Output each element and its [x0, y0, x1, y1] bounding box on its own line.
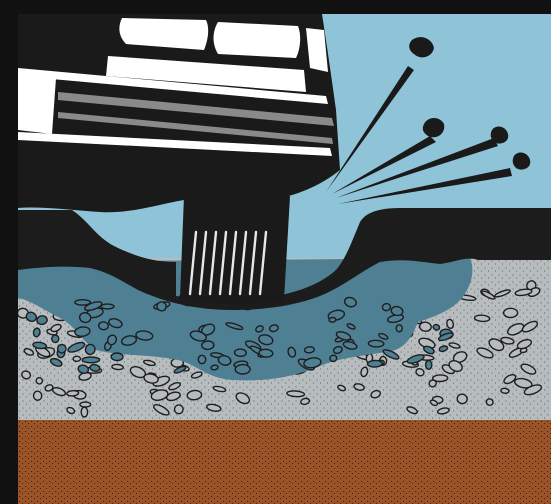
gravel-stone	[474, 315, 490, 322]
gravel-stone	[98, 321, 108, 330]
gravel-stone	[304, 346, 314, 353]
gravel-stone	[501, 388, 510, 394]
gravel-stone	[234, 349, 246, 357]
gravel-stone	[259, 349, 273, 358]
tire	[180, 196, 290, 303]
gravel-stone	[112, 364, 124, 370]
gravel-stone	[433, 375, 448, 382]
gravel-stone	[201, 341, 214, 350]
gravel-stone	[382, 303, 391, 311]
vehicle-window-right	[214, 22, 301, 58]
gravel-stone	[287, 390, 305, 397]
gravel-stone	[367, 360, 382, 367]
gravel-stone	[73, 356, 80, 361]
vehicle-light	[18, 70, 56, 134]
gravel-stone	[329, 354, 337, 362]
gravel-stone	[51, 335, 59, 343]
gravel-stone	[426, 360, 432, 369]
gravel-stone	[329, 317, 336, 322]
gravel-stone	[198, 355, 206, 364]
gravel-stone	[396, 325, 402, 332]
gravel-stone	[81, 407, 88, 417]
gravel-stone	[101, 304, 114, 309]
gravel-stone	[235, 364, 250, 374]
gravel-stone	[368, 340, 384, 347]
soil-subgrade-layer	[18, 418, 551, 504]
gravel-stone	[211, 365, 219, 371]
vehicle-body	[18, 14, 340, 212]
gravel-stone	[174, 405, 183, 414]
gravel-stone	[111, 353, 123, 361]
gravel-stone	[67, 390, 79, 396]
gravel-stone	[504, 308, 518, 317]
gravel-stone	[33, 391, 42, 401]
gravel-stone	[80, 402, 91, 407]
gravel-stone	[82, 357, 99, 363]
